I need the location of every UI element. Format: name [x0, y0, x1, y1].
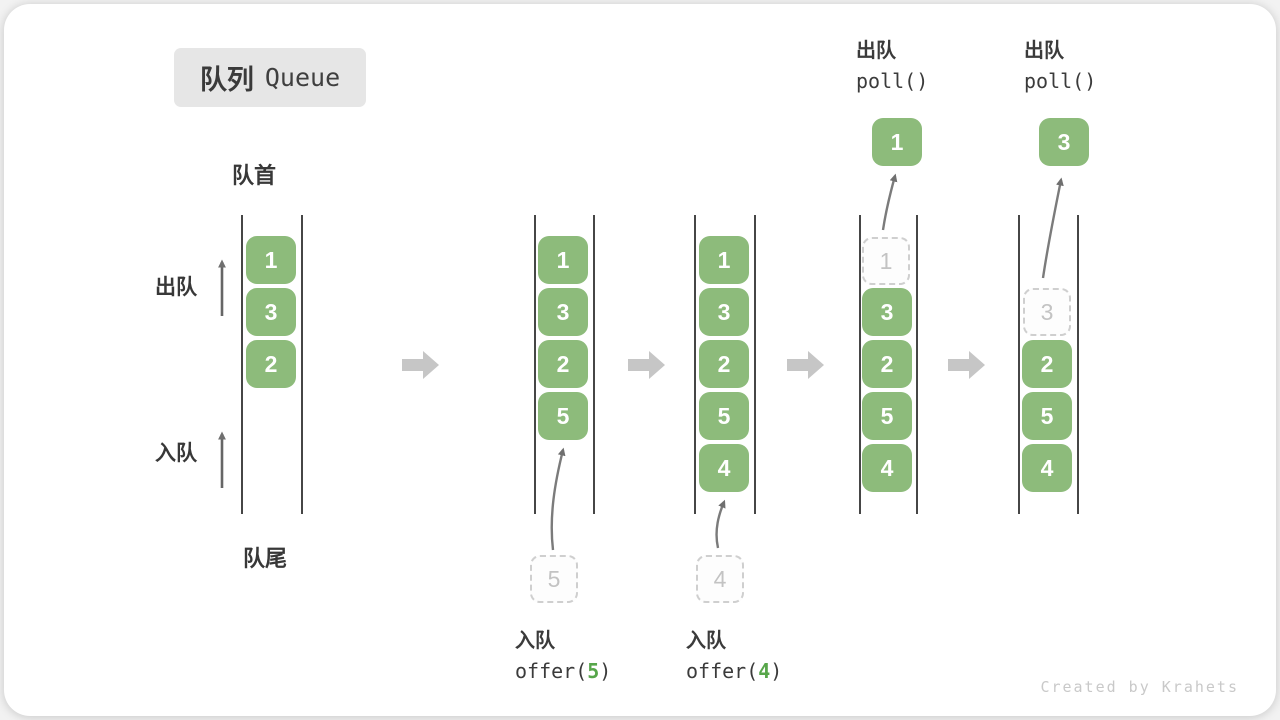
enqueue-annotation: 入队 offer(5) [515, 624, 611, 683]
queue-cell: 2 [246, 340, 296, 388]
annotation-code: poll() [856, 69, 929, 93]
enqueue-annotation: 入队 offer(4) [686, 624, 782, 683]
queue-cell: 1 [246, 236, 296, 284]
enqueue-pending-cell: 4 [696, 555, 744, 603]
annotation-arg: 4 [758, 659, 771, 683]
annotation-action: 入队 [686, 630, 726, 652]
step-arrow-icon [402, 351, 439, 379]
channel-line [1077, 215, 1079, 514]
annotation-code: offer(5) [515, 659, 612, 683]
label-dequeue: 出队 [155, 276, 197, 299]
channel-line [1018, 215, 1020, 514]
channel-line [301, 215, 303, 514]
dequeued-cell: 1 [872, 118, 922, 166]
channel-line [916, 215, 918, 514]
queue-cell: 3 [538, 288, 588, 336]
title-en: Queue [264, 63, 341, 92]
title-zh: 队列 [199, 65, 254, 95]
channel-line [859, 215, 861, 514]
queue-cell: 2 [1022, 340, 1072, 388]
queue-cell: 4 [862, 444, 912, 492]
diagram-card: 队列 Queue 队首 队尾 出队 入队 1 3 2 1 3 2 5 5 入队 … [4, 4, 1276, 716]
channel-line [694, 215, 696, 514]
queue-cell: 1 [538, 236, 588, 284]
queue-cell: 4 [1022, 444, 1072, 492]
queue-cell: 4 [699, 444, 749, 492]
queue-cell: 1 [699, 236, 749, 284]
queue-cell: 2 [862, 340, 912, 388]
label-queue-rear: 队尾 [243, 546, 288, 571]
annotation-action: 出队 [1024, 40, 1064, 62]
queue-cell: 5 [538, 392, 588, 440]
watermark: Created by Krahets [1040, 678, 1239, 696]
dequeue-annotation: 出队 poll() [856, 34, 928, 93]
enqueue-flow-arrow [715, 499, 726, 549]
step-arrow-icon [628, 351, 665, 379]
channel-line [534, 215, 536, 514]
enqueue-flow-arrow [550, 447, 566, 551]
enqueue-pending-cell: 5 [530, 555, 578, 603]
queue-cell: 3 [862, 288, 912, 336]
channel-line [754, 215, 756, 514]
dequeue-flow-arrow [1041, 177, 1064, 279]
queue-cell: 5 [862, 392, 912, 440]
dequeued-cell: 3 [1039, 118, 1089, 166]
label-enqueue: 入队 [155, 442, 197, 465]
queue-cell: 2 [538, 340, 588, 388]
queue-cell: 5 [1022, 392, 1072, 440]
label-queue-front: 队首 [232, 163, 277, 188]
annotation-arg: 5 [587, 659, 600, 683]
queue-cell: 5 [699, 392, 749, 440]
channel-line [593, 215, 595, 514]
queue-cell: 3 [246, 288, 296, 336]
dequeue-ghost-cell: 3 [1023, 288, 1071, 336]
channel-line [241, 215, 243, 514]
annotation-action: 入队 [515, 630, 555, 652]
queue-cell: 3 [699, 288, 749, 336]
queue-cell: 2 [699, 340, 749, 388]
annotation-code: poll() [1024, 69, 1097, 93]
title-badge: 队列 Queue [174, 48, 366, 107]
dequeue-flow-arrow [881, 173, 898, 231]
annotation-action: 出队 [856, 40, 896, 62]
dequeue-ghost-cell: 1 [862, 237, 910, 285]
step-arrow-icon [787, 351, 824, 379]
dequeue-annotation: 出队 poll() [1024, 34, 1096, 93]
annotation-code: offer(4) [686, 659, 783, 683]
step-arrow-icon [948, 351, 985, 379]
